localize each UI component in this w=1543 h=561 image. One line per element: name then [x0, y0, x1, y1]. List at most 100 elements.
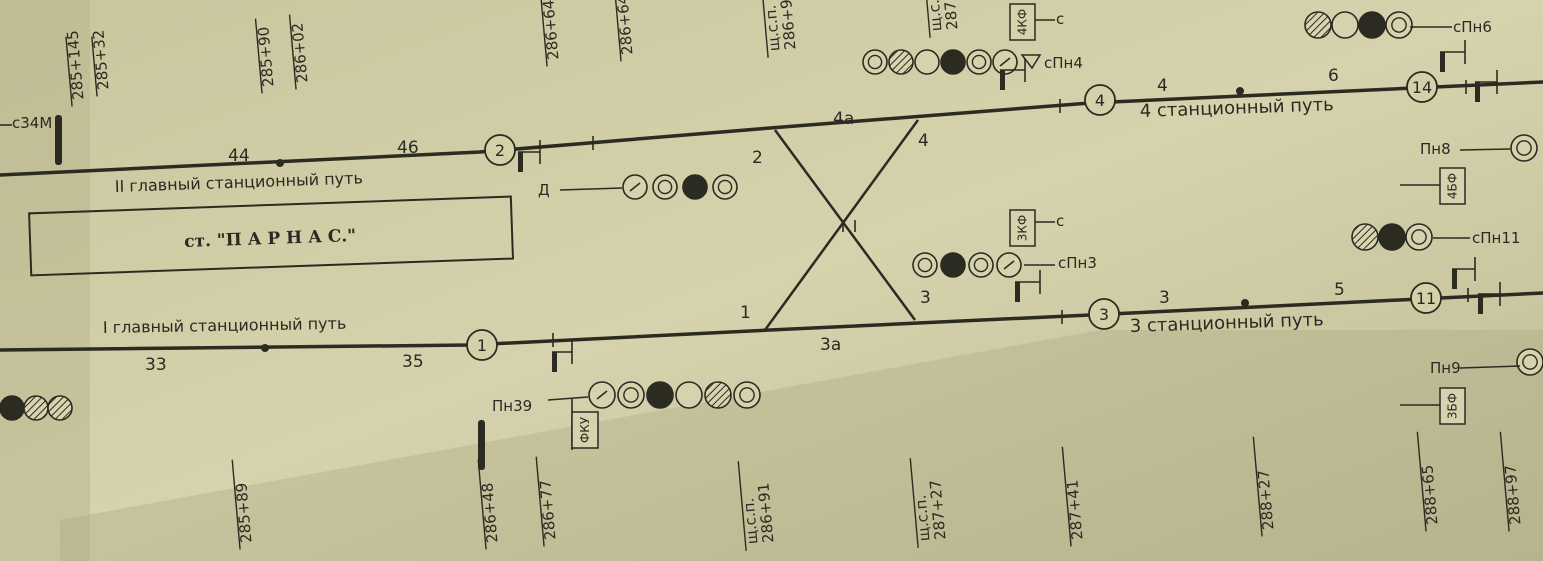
signal-label-pn8: Пн8 — [1420, 140, 1451, 158]
paper-fold-left — [0, 0, 90, 561]
kilometer-mark: щ.с.п.286+91 — [737, 461, 777, 551]
tracks — [0, 80, 1543, 352]
signal-label-pn6: сПн6 — [1453, 18, 1492, 36]
kilometer-label: 288+97 — [1501, 464, 1524, 526]
signal-pn8 — [1510, 134, 1538, 162]
signal-lamp-ring-icon — [973, 257, 989, 273]
signal-lamp-icon — [675, 381, 703, 409]
shunting-limit-icon — [1000, 58, 1026, 90]
signal-lamp-icon — [968, 252, 994, 278]
kilometer-label: щ.с.п. — [924, 0, 946, 32]
circle-marker-label: 3 — [1099, 305, 1109, 324]
signal-triangle-icon — [1020, 54, 1042, 70]
circle-marker: 11 — [1410, 282, 1442, 314]
signal-lamp-icon — [733, 381, 761, 409]
circle-marker-label: 11 — [1416, 289, 1436, 308]
signal-lamp-ring-icon — [917, 257, 933, 273]
signal-lamp-icon — [1405, 223, 1433, 251]
signal-lamp-icon — [1331, 11, 1359, 39]
section-label: 3 — [920, 288, 931, 308]
kilometer-mark: щ.с.п.287+ — [924, 0, 961, 38]
signal-lamp-icon — [646, 381, 674, 409]
signal-label-c-mid: с — [1056, 212, 1064, 230]
signal-lamp-icon — [940, 49, 966, 75]
circle-marker-label: 4 — [1095, 91, 1105, 110]
signal-lamp-mark-icon — [999, 57, 1011, 67]
track-ii-main — [0, 80, 1543, 177]
section-label: 6 — [1328, 66, 1339, 86]
relay-box: ФКУ — [571, 411, 599, 449]
kilometer-label: 286+02 — [288, 22, 311, 84]
signal-mast-icon — [559, 187, 623, 191]
relay-box-label: 4БФ — [1446, 173, 1460, 199]
section-label: 4 — [918, 131, 929, 151]
signal-lamp-icon — [966, 49, 992, 75]
kilometer-mark: 286+02 — [288, 14, 311, 90]
kilometer-mark: 288+97 — [1499, 431, 1524, 532]
kilometer-mark: щ.с.п.287+27 — [909, 458, 949, 548]
kilometer-label: 287+27 — [926, 479, 949, 541]
signal-lamp-icon — [712, 174, 738, 200]
section-label: 3 — [1159, 288, 1170, 308]
derailer-icon — [478, 420, 485, 470]
signal-lamp-ring-icon — [739, 387, 755, 403]
signal-lamp-mark-icon — [629, 182, 641, 192]
kilometer-mark: 288+27 — [1252, 436, 1277, 537]
signal-lamp-icon — [1358, 11, 1386, 39]
relay-box-label: 3БФ — [1446, 393, 1460, 419]
section-label: 4а — [833, 109, 854, 129]
section-label: 46 — [397, 138, 419, 158]
relay-box: 3КФ — [1009, 209, 1036, 247]
signal-lamp-icon — [652, 174, 678, 200]
signal-lamp-ring-icon — [1411, 229, 1427, 245]
signal-lamp-icon — [704, 381, 732, 409]
signal-mast-icon — [1459, 148, 1511, 151]
kilometer-mark: 285+89 — [231, 459, 255, 550]
kilometer-mark: 286+77 — [535, 456, 559, 547]
signal-lamp-icon — [1510, 134, 1538, 162]
kilometer-label: 288+27 — [1254, 469, 1277, 531]
kilometer-mark: 285+32 — [89, 29, 112, 97]
signal-label-c34m: с34М — [12, 114, 52, 132]
signal-label-pn39: Пн39 — [492, 397, 532, 415]
signal-lamp-icon — [0, 395, 25, 421]
signal-label-pn4: сПн4 — [1044, 54, 1083, 72]
kilometer-label: 285+89 — [232, 482, 255, 544]
signal-lamp-icon — [23, 395, 49, 421]
section-label: 5 — [1334, 280, 1345, 300]
signal-pn9 — [1516, 348, 1543, 376]
signal-lamp-icon — [914, 49, 940, 75]
crossover-1-4 — [763, 119, 920, 331]
kilometer-label: 285+90 — [254, 26, 277, 88]
signal-lamp-ring-icon — [1516, 140, 1532, 156]
kilometer-label: щ.с.п. — [912, 494, 934, 542]
shunting-limit-icon — [1440, 40, 1466, 72]
signal-label-pn9: Пн9 — [1430, 359, 1461, 377]
kilometer-label: щ.с.п. — [762, 4, 784, 52]
circle-marker-label: 14 — [1412, 78, 1432, 97]
circle-marker: 3 — [1088, 298, 1120, 330]
kilometer-mark: щ.с.п.286+9 — [761, 0, 799, 58]
shunting-limit-icon — [518, 140, 541, 172]
signal-mast-icon — [547, 396, 589, 401]
relay-box-label: 4КФ — [1016, 9, 1030, 35]
signal-lamp-icon — [862, 49, 888, 75]
signal-pn6 — [1304, 11, 1413, 39]
circle-marker: 4 — [1084, 84, 1116, 116]
signal-lamp-icon — [912, 252, 938, 278]
signal-lamp-icon — [47, 395, 73, 421]
signal-lamp-mark-icon — [1003, 260, 1015, 270]
signal-lamp-ring-icon — [1391, 17, 1407, 33]
kilometer-mark: 285+90 — [254, 18, 277, 94]
signal-pn39 — [588, 381, 761, 409]
signal-lamp-icon — [940, 252, 966, 278]
shunting-limit-icon — [1452, 257, 1476, 289]
circle-marker: 1 — [466, 329, 498, 361]
signal-label-d: Д — [538, 181, 550, 199]
paper-shadow-bottom — [60, 330, 1543, 561]
signal-lamp-icon — [1378, 223, 1406, 251]
kilometer-label: щ.с.п. — [740, 497, 762, 545]
section-label: 2 — [752, 148, 763, 168]
